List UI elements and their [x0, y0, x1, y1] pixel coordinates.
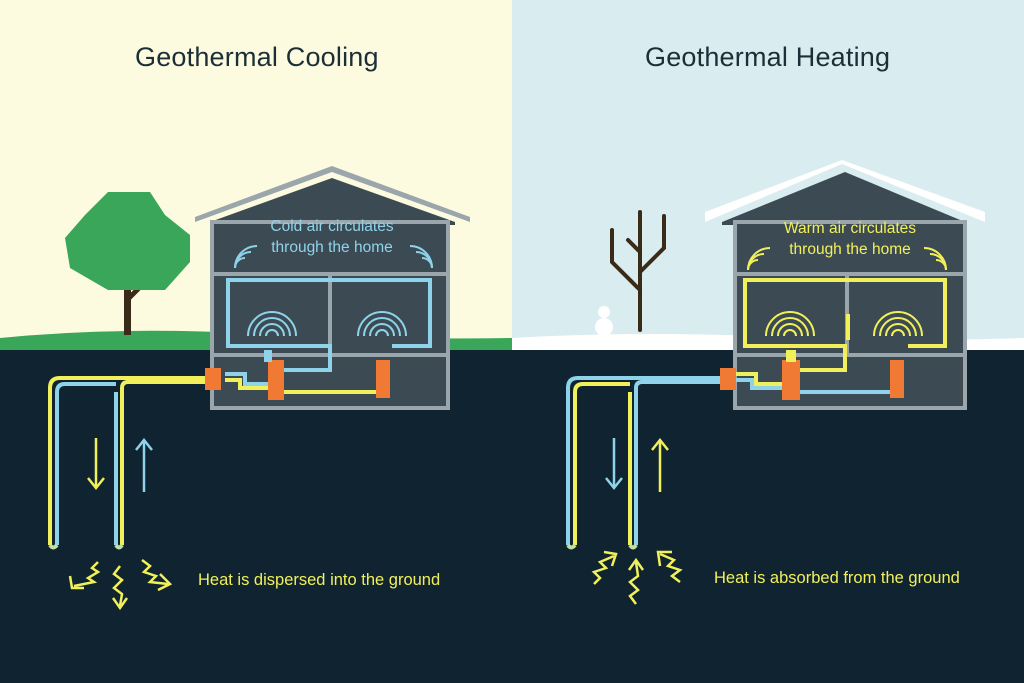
down-arrow-icon: [605, 438, 623, 491]
cooling-pipes: [48, 278, 432, 550]
cooling-house: [195, 166, 470, 410]
cooling-title: Geothermal Cooling: [135, 42, 379, 72]
cooling-airflow-icons: [234, 245, 433, 337]
heating-air-handler: [890, 360, 904, 398]
heating-pipes: [566, 278, 947, 550]
cooling-house-text-line2: through the home: [271, 239, 393, 256]
heating-heat-pump: [782, 360, 800, 400]
up-arrow-icon: [651, 437, 669, 492]
heating-units: [720, 350, 904, 400]
cooling-house-text-line1: Cold air circulates: [270, 218, 394, 235]
down-arrow-icon: [87, 438, 105, 491]
heating-airflow-icons: [747, 247, 947, 337]
up-arrow-icon: [135, 437, 153, 492]
cooling-heat-exchanger: [205, 368, 221, 390]
heating-title: Geothermal Heating: [645, 42, 891, 72]
heat-dispersed-icons: [68, 559, 173, 611]
snowman-icon: [595, 306, 613, 336]
heating-heat-exchanger: [720, 368, 736, 390]
bare-tree-icon: [610, 210, 666, 332]
cooling-flow-arrows: [87, 437, 153, 492]
heating-house-text-line2: through the home: [789, 241, 911, 258]
cooling-heat-pump: [268, 360, 284, 400]
cooling-units: [205, 350, 390, 400]
cooling-air-handler: [376, 360, 390, 398]
heating-house-text-line1: Warm air circulates: [783, 220, 917, 237]
tree-icon: [65, 192, 190, 335]
heat-absorbed-icons: [591, 550, 683, 605]
cooling-house-text: Cold air circulates through the home: [232, 216, 432, 258]
heating-house-text: Warm air circulates through the home: [750, 218, 950, 260]
heating-flow-arrows: [605, 437, 669, 492]
cooling-caption: Heat is dispersed into the ground: [198, 571, 441, 589]
heating-caption: Heat is absorbed from the ground: [714, 569, 960, 587]
